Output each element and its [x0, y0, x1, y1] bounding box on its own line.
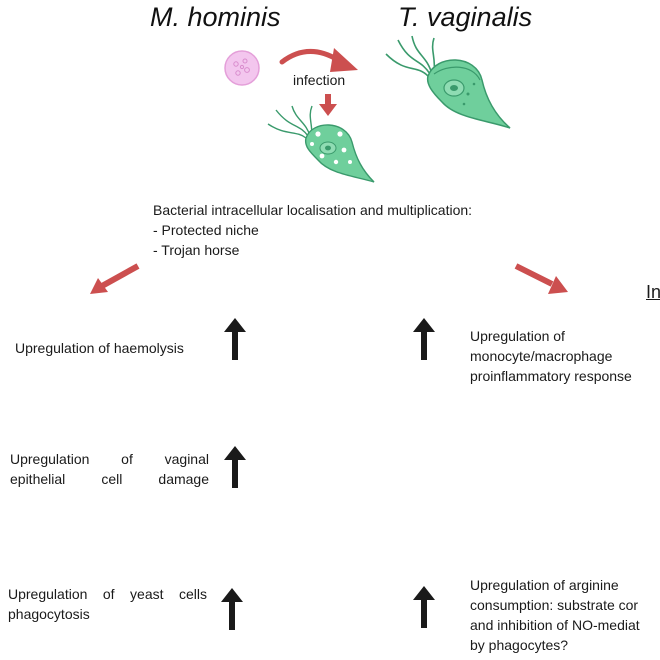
- right-effect-arginine-line: consumption: substrate cor: [470, 597, 639, 613]
- localisation-item-protected-niche: - Protected niche: [153, 222, 259, 238]
- up-arrow-icon: [413, 318, 435, 360]
- right-effect-arginine-line: by phagocytes?: [470, 637, 569, 653]
- species-title-tvaginalis: T. vaginalis: [398, 2, 533, 32]
- right-header-partial-wrapper: In: [646, 282, 660, 306]
- diagonal-arrow-left-icon: [90, 263, 140, 294]
- right-effect-proinflammatory: Upregulation of monocyte/macrophage proi…: [470, 326, 660, 390]
- infection-down-arrow-icon: [319, 94, 337, 116]
- diagonal-arrow-right-icon: [514, 263, 568, 294]
- species-title-mhominis: M. hominis: [150, 2, 281, 32]
- up-arrow-icon: [413, 586, 435, 628]
- left-effect-yeast-phagocytosis: Upregulation of yeast cells phagocytosis: [8, 586, 207, 622]
- trichomonas-cell-icon: [385, 35, 511, 129]
- up-arrow-icon: [224, 318, 246, 360]
- right-effect-proinflammatory-line: proinflammatory response: [470, 368, 632, 384]
- localisation-title: Bacterial intracellular localisation and…: [153, 202, 473, 218]
- localisation-item-trojan-horse: - Trojan horse: [153, 242, 240, 258]
- right-effect-arginine-line: Upregulation of arginine: [470, 577, 619, 593]
- infection-label: infection: [293, 72, 346, 88]
- right-effect-arginine-line: and inhibition of NO-mediat: [470, 617, 640, 633]
- right-effect-arginine: Upregulation of arginine consumption: su…: [470, 575, 660, 659]
- infection-curved-arrow-icon: [279, 48, 358, 72]
- right-effect-proinflammatory-line: Upregulation of: [470, 328, 565, 344]
- left-effect-epithelial-damage: Upregulation of vaginal epithelial cell …: [10, 451, 209, 487]
- mycoplasma-cell-icon: [224, 50, 260, 86]
- left-effect-haemolysis: Upregulation of haemolysis: [15, 340, 184, 356]
- right-header-partial: In: [646, 282, 660, 302]
- up-arrow-icon: [221, 588, 243, 630]
- infected-trichomonas-icon: [267, 105, 375, 183]
- up-arrow-icon: [224, 446, 246, 488]
- right-effect-proinflammatory-line: monocyte/macrophage: [470, 348, 613, 364]
